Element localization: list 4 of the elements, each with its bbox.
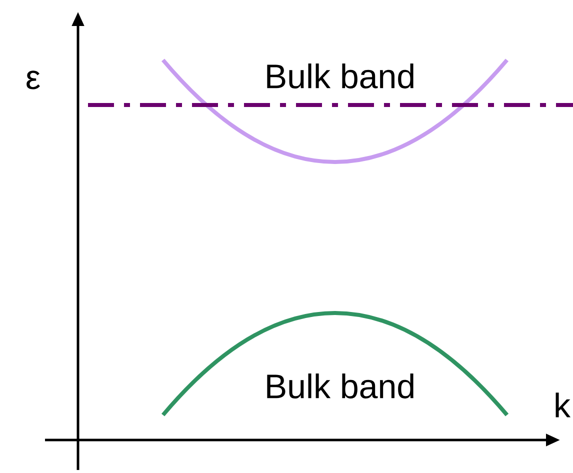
axis-label: k	[556, 392, 571, 418]
axis-label: ε	[26, 70, 40, 90]
band-label: Bulk band	[267, 374, 414, 398]
band-label: Bulk band	[267, 64, 414, 88]
